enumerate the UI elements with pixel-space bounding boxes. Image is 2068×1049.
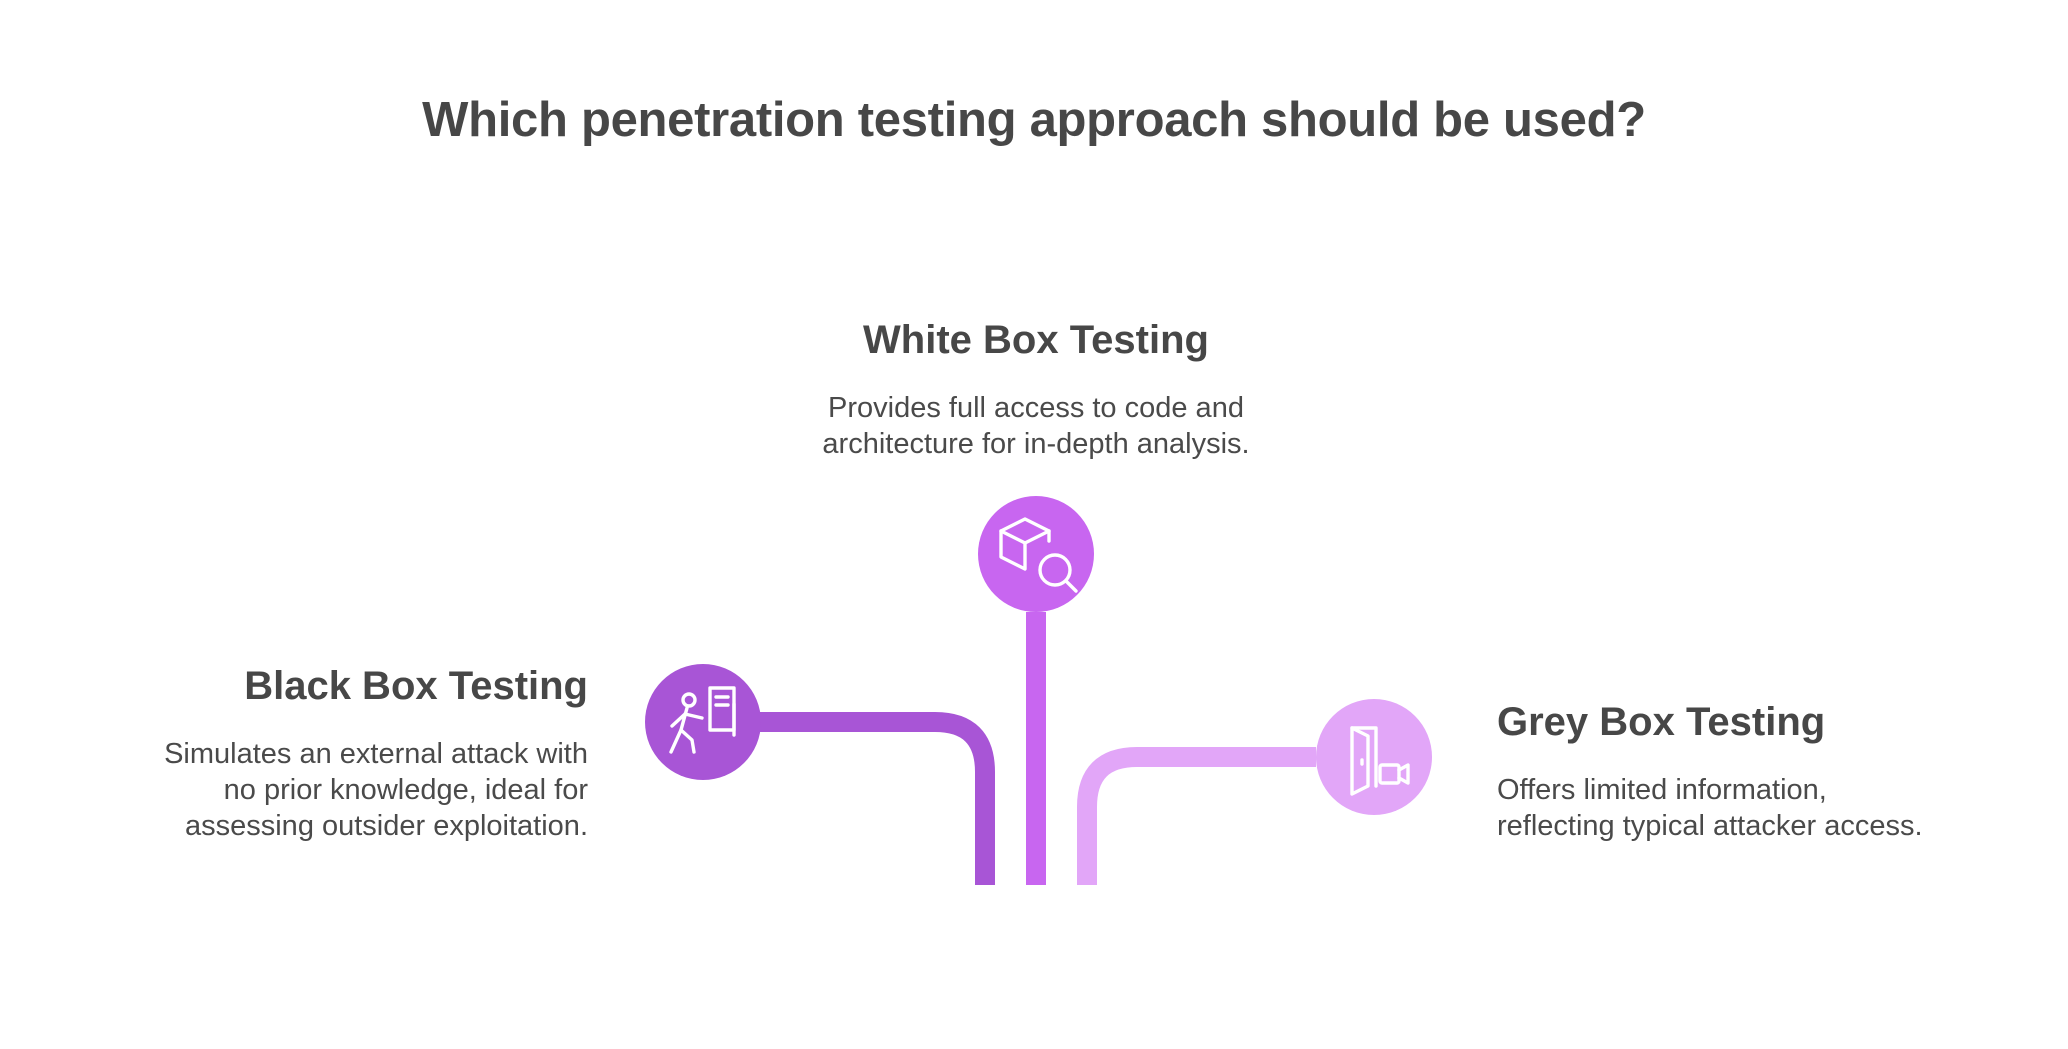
black-box-connector [760, 712, 995, 885]
black-box-node [645, 664, 761, 780]
grey-box-description: Offers limited information, reflecting t… [1497, 774, 1923, 842]
person-walking-through-gate-icon [669, 686, 736, 754]
grey-box-node [1316, 699, 1432, 815]
black-box-description: Simulates an external attack with no pri… [164, 738, 588, 842]
white-box-heading: White Box Testing [863, 318, 1209, 362]
door-camera-icon [1350, 726, 1410, 796]
box-search-icon [999, 517, 1078, 593]
black-box-heading: Black Box Testing [244, 664, 588, 708]
diagram-title: Which penetration testing approach shoul… [422, 93, 1646, 147]
white-box-description: Provides full access to code and archite… [822, 392, 1250, 460]
grey-box-heading: Grey Box Testing [1497, 700, 1826, 744]
white-box-node [978, 496, 1094, 612]
grey-box-connector [1077, 747, 1316, 885]
